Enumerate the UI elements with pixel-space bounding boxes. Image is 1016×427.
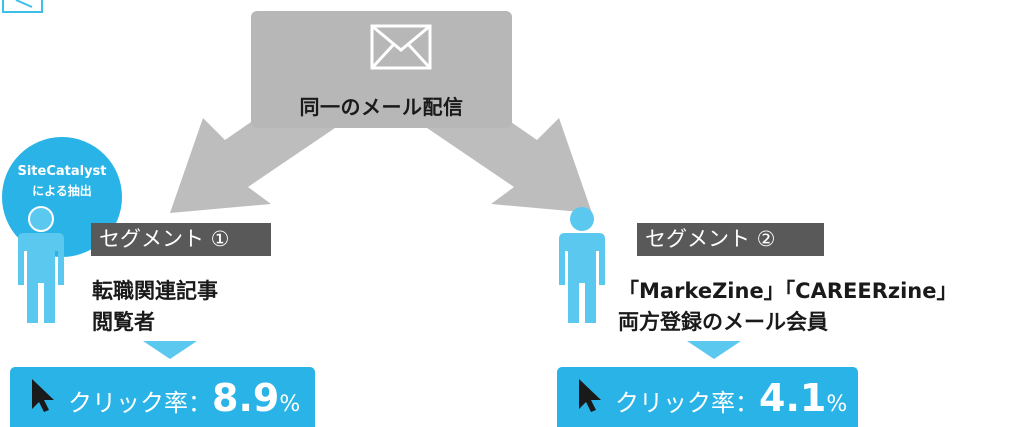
segment-1-click-rate: クリック率：8.9% xyxy=(10,367,315,427)
person-icon xyxy=(18,206,64,323)
cursor-arrow-icon xyxy=(579,379,601,412)
rate-label: クリック率： xyxy=(68,389,212,417)
bubble-subtitle: による抽出 xyxy=(32,184,92,198)
segment-2-desc-line1: 「MarkeZine」「CAREERzine」 xyxy=(618,279,958,303)
rate-unit: % xyxy=(279,392,301,417)
rate-label: クリック率： xyxy=(615,389,759,417)
down-triangle-icon xyxy=(143,341,197,359)
rate-unit: % xyxy=(826,392,848,417)
bubble-title: SiteCatalyst xyxy=(17,164,107,179)
segment-2-description: 「MarkeZine」「CAREERzine」 両方登録のメール会員 xyxy=(618,276,958,338)
segment-1-description: 転職関連記事 閲覧者 xyxy=(92,276,218,338)
corner-tab-decoration xyxy=(2,0,43,13)
segment-1-label: セグメント ① xyxy=(91,223,271,256)
segment-2-label: セグメント ② xyxy=(637,223,824,256)
rate-value: 8.9 xyxy=(212,376,280,420)
cursor-arrow-icon xyxy=(32,379,54,412)
down-triangle-icon xyxy=(687,341,741,359)
segment-2-rate-text: クリック率：4.1% xyxy=(615,379,847,418)
rate-value: 4.1 xyxy=(759,376,827,420)
mail-label: 同一のメール配信 xyxy=(299,95,464,119)
chevron-icon xyxy=(15,0,33,8)
envelope-icon xyxy=(370,24,432,70)
segment-2-click-rate: クリック率：4.1% xyxy=(557,367,858,427)
segment-2-desc-line2: 両方登録のメール会員 xyxy=(618,310,828,334)
segment-1-desc-line1: 転職関連記事 xyxy=(92,279,218,303)
segment-1-desc-line2: 閲覧者 xyxy=(92,310,155,334)
segment-1-rate-text: クリック率：8.9% xyxy=(68,379,300,418)
mail-delivery-box: 同一のメール配信 xyxy=(251,11,512,128)
person-icon xyxy=(559,207,605,323)
